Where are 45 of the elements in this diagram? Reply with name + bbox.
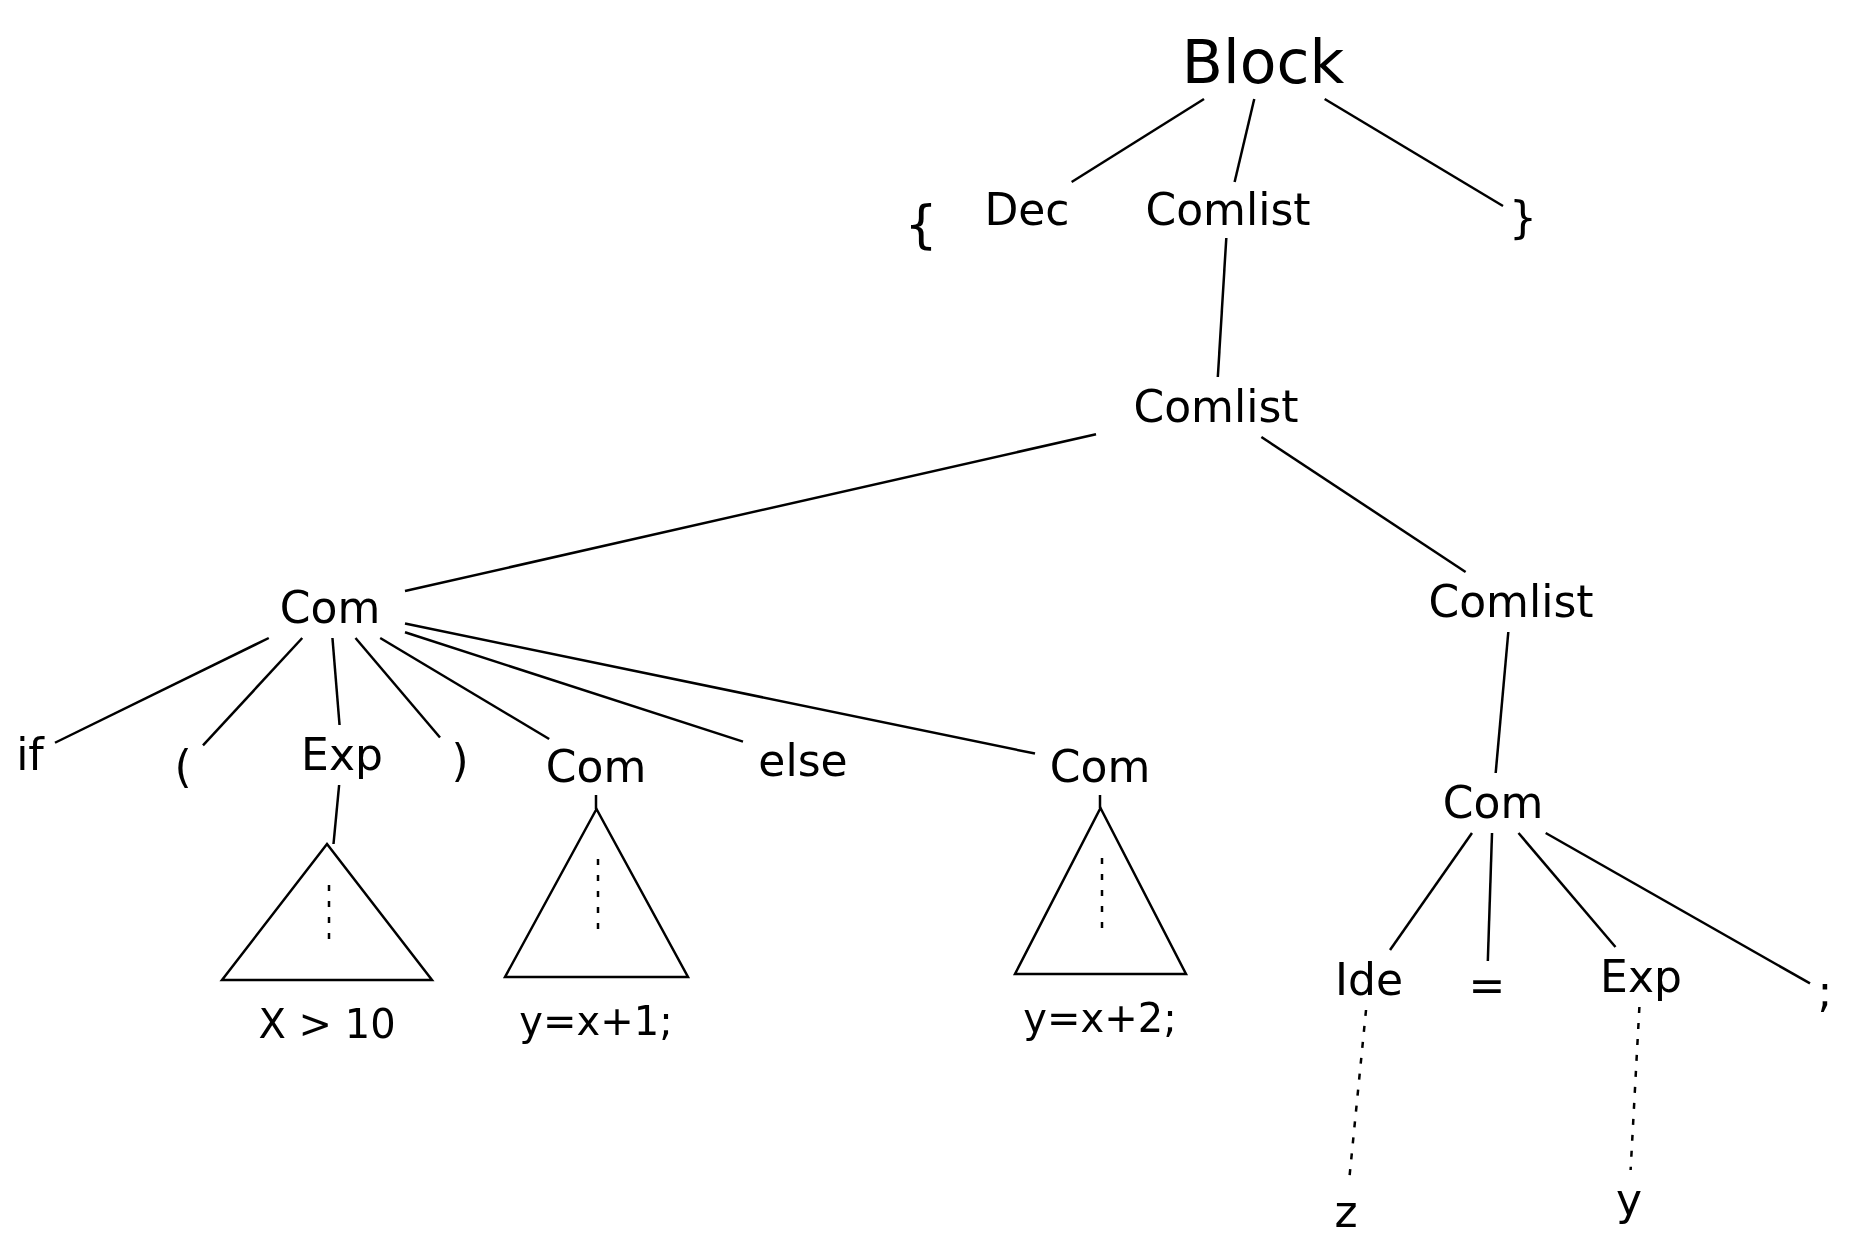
node-label: z [1334,1190,1358,1234]
node-label: Comlist [1133,385,1299,429]
tree-edge [54,636,270,744]
tree-edge [404,433,1097,593]
node-label: y [1615,1178,1642,1222]
tree-edge [1324,97,1504,208]
tree-edge [331,637,341,726]
node-label: Comlist [1145,188,1311,232]
node-label: Com [545,745,647,789]
tree-edge [1260,435,1467,574]
tree-edge [202,637,304,747]
dotted-line [1629,1006,1641,1171]
tree-edge [1517,832,1617,948]
node-label: ) [451,739,469,783]
brace-label: { [904,198,938,250]
node-label: else [758,739,848,783]
tree-edge [404,631,744,743]
node-label: ( [174,745,192,789]
tree-edge [1233,98,1256,183]
node-label: Block [1181,32,1345,92]
node-label: Exp [1600,955,1682,999]
tree-edge [594,795,598,809]
tree-edge [1494,631,1510,774]
tree-edge [1545,831,1811,985]
node-label: Com [279,586,381,630]
tree-edge [1486,832,1494,962]
tree-edge [404,622,1036,755]
tree-edge [1216,237,1228,378]
code-caption: X > 10 [258,1004,396,1044]
node-label: Exp [301,733,383,777]
node-label: } [1509,196,1537,240]
node-label: Ide [1335,958,1403,1002]
node-label: Dec [984,188,1070,232]
node-label: ; [1817,970,1833,1014]
tree-edge [1098,795,1102,808]
tree-edge [1389,832,1473,951]
tree-edge [1071,97,1205,184]
tree-edge [379,636,550,741]
tree-edge [354,637,441,739]
tree-edge [332,784,341,845]
node-label: = [1468,964,1506,1008]
node-label: Comlist [1428,580,1594,624]
node-label: Com [1049,745,1151,789]
node-label: Com [1442,781,1544,825]
node-label: if [16,733,44,777]
